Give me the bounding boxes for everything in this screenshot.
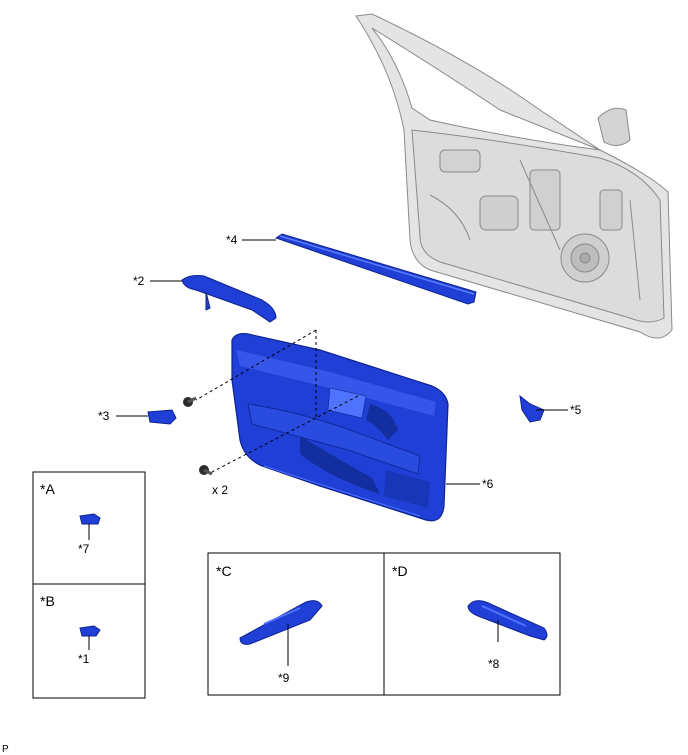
part-5-trim-piece (519, 394, 545, 423)
callout-4: *4 (226, 233, 238, 247)
box-label-d: *D (392, 563, 408, 579)
part-2-upper-trim (181, 275, 277, 323)
part-6-door-trim-panel (231, 333, 449, 522)
part-3-trim-piece (147, 409, 177, 425)
corner-mark: P (2, 744, 9, 755)
box-label-b: *B (40, 593, 55, 609)
part-8-switch-base (467, 600, 548, 641)
box-label-c: *C (216, 563, 232, 579)
alignment-dashed-lines (195, 329, 359, 473)
callout-3: *3 (98, 409, 110, 423)
part-4-belt-moulding (274, 233, 477, 305)
inset-box-c-d (207, 552, 561, 696)
screw-upper (183, 396, 197, 407)
callout-9: *9 (278, 671, 290, 685)
part-7-switch (79, 513, 101, 525)
callout-5: *5 (570, 403, 582, 417)
quantity-note: x 2 (212, 483, 228, 497)
callout-8: *8 (488, 657, 500, 671)
box-label-a: *A (40, 481, 55, 497)
part-1-switch (79, 625, 101, 637)
part-9-switch-base (239, 600, 323, 645)
callout-1: *1 (78, 652, 90, 666)
screw-lower (199, 465, 213, 476)
callout-2: *2 (133, 274, 145, 288)
callout-7: *7 (78, 542, 90, 556)
door-shell (355, 13, 673, 339)
callout-6: *6 (482, 477, 494, 491)
inset-box-a-b (32, 471, 146, 699)
